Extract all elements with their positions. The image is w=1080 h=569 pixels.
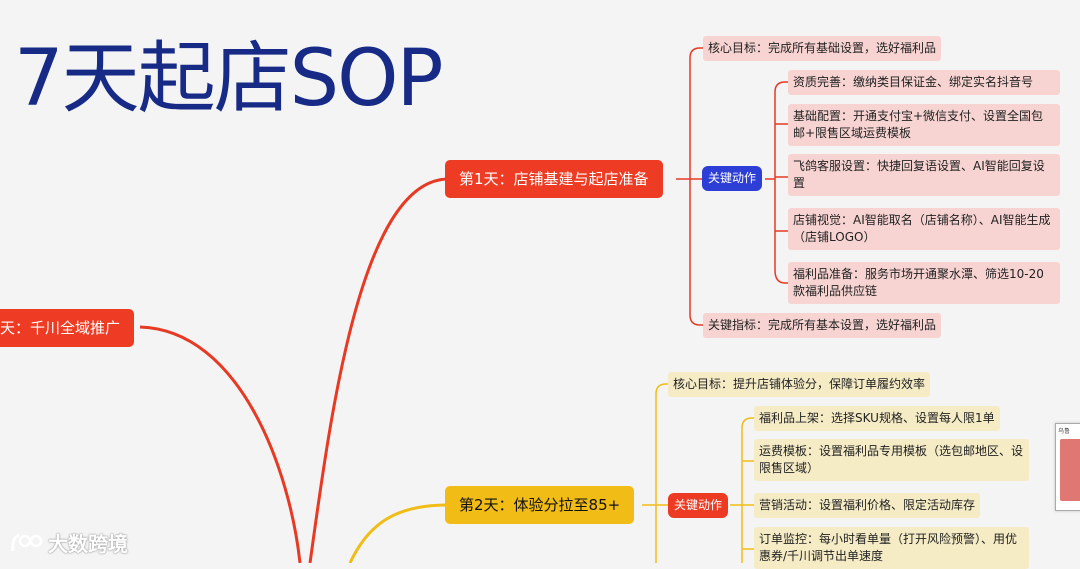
- day2-action-3[interactable]: 营销活动：设置福利价格、限定活动库存: [754, 493, 981, 518]
- page-title: 7天起店SOP: [14, 34, 444, 124]
- day2-action-2[interactable]: 运费模板：设置福利品专用模板（选包邮地区、设限售区域）: [754, 439, 1029, 481]
- day1-key-metric[interactable]: 关键指标：完成所有基本设置，选好福利品: [703, 313, 942, 338]
- day1-action-3[interactable]: 飞鸽客服设置：快捷回复语设置、AI智能回复设置: [788, 154, 1060, 196]
- watermark-text: 大数跨境: [48, 532, 128, 556]
- topic-day2[interactable]: 第2天：体验分拉至85+: [445, 486, 635, 524]
- day1-action-5[interactable]: 福利品准备：服务市场开通聚水潭、筛选10-20款福利品供应链: [788, 262, 1060, 304]
- connector-root-left: [139, 325, 302, 563]
- logo-icon: [11, 533, 43, 551]
- day1-action-1[interactable]: 资质完善：缴纳类目保证金、绑定实名抖音号: [788, 70, 1060, 95]
- day2-action-1[interactable]: 福利品上架：选择SKU规格、设置每人限1单: [754, 406, 1000, 431]
- topic-day1[interactable]: 第1天：店铺基建与起店准备: [445, 160, 663, 198]
- topic-day2-label: 第2天：体验分拉至85+: [459, 496, 621, 514]
- day2-key-actions-tag[interactable]: 关键动作: [668, 493, 729, 518]
- connector-root-day2: [348, 503, 449, 563]
- topic-left-label: 天：千川全域推广: [0, 319, 121, 337]
- connector-root-day1: [308, 177, 449, 563]
- day2-action-4[interactable]: 订单监控：每小时看单量（打开风险预警）、用优惠券/千川调节出单速度: [754, 527, 1029, 569]
- day1-key-actions-tag[interactable]: 关键动作: [702, 166, 763, 191]
- day1-action-2[interactable]: 基础配置：开通支付宝+微信支付、设置全国包邮+限售区域运费模板: [788, 104, 1060, 146]
- minimap-thumbnail[interactable]: 乌鲁: [1055, 423, 1080, 511]
- watermark: 大数跨境: [10, 528, 128, 557]
- day1-core-goal[interactable]: 核心目标：完成所有基础设置，选好福利品: [703, 36, 942, 61]
- day1-action-4[interactable]: 店铺视觉：AI智能取名（店铺名称）、AI智能生成（店铺LOGO）: [788, 208, 1060, 250]
- minimap-preview: [1060, 439, 1080, 501]
- day2-core-goal[interactable]: 核心目标：提升店铺体验分，保障订单履约效率: [668, 372, 931, 397]
- topic-left[interactable]: 天：千川全域推广: [0, 309, 135, 347]
- minimap-header: 乌鲁: [1058, 428, 1071, 435]
- topic-day1-label: 第1天：店铺基建与起店准备: [459, 170, 649, 188]
